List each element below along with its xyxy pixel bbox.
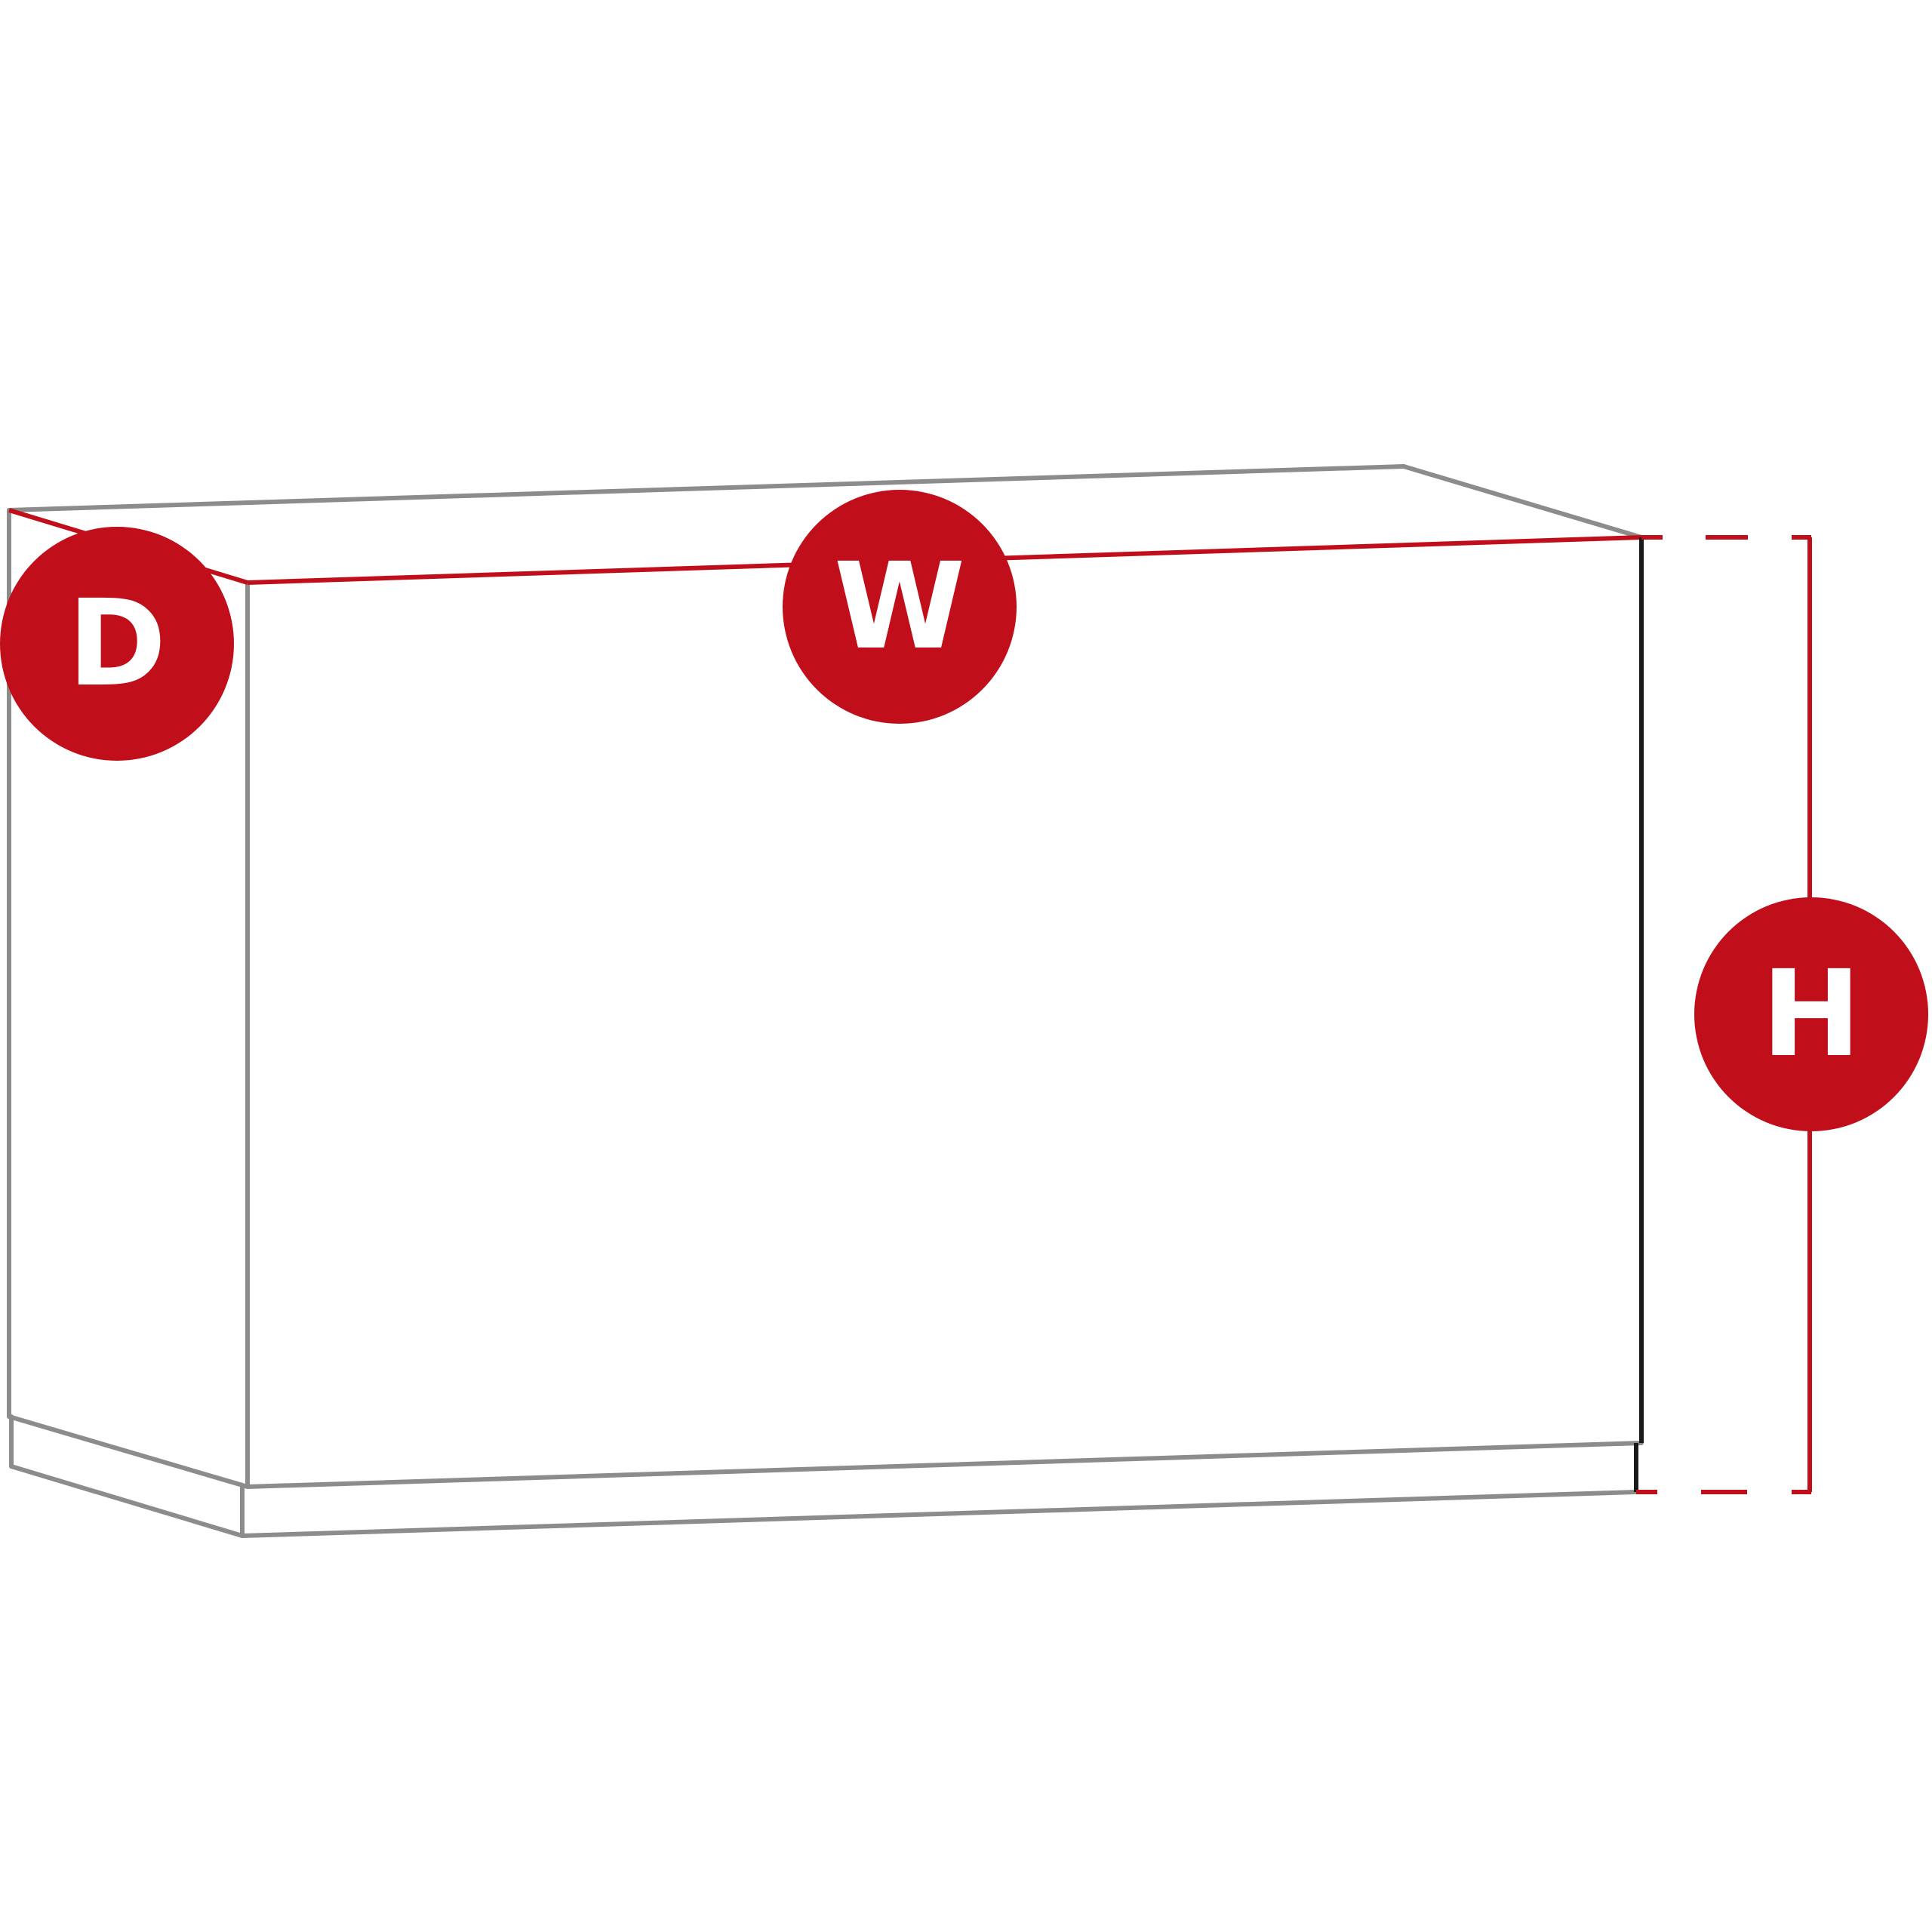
depth-badge-label: D	[67, 574, 166, 713]
width-badge-label: W	[834, 537, 965, 676]
width-badge: W	[783, 490, 1017, 724]
depth-badge: D	[0, 527, 234, 761]
front-right-edges	[1634, 537, 1644, 1492]
top-back-edge	[7, 464, 1406, 512]
base-left-edge	[9, 1464, 245, 1538]
bottom-front-edge	[245, 1441, 1644, 1489]
height-badge-label: H	[1761, 945, 1861, 1084]
bottom-left-edge	[7, 1414, 250, 1489]
height-badge: H	[1694, 897, 1928, 1131]
top-right-edge	[1401, 464, 1644, 540]
base-front-edge	[240, 1490, 1638, 1538]
